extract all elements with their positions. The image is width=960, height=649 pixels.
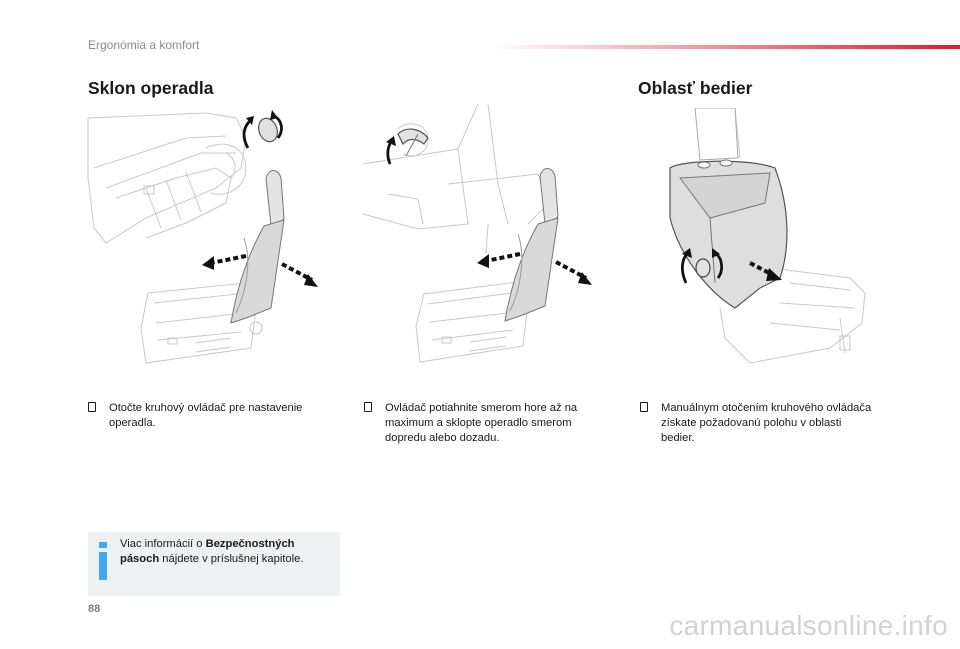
bullet-text-line: dopredu alebo dozadu. [385,432,500,444]
illustration-backrest-rotary [87,110,318,364]
header-accent-bar [490,45,960,49]
bullet-marker [640,402,648,412]
info-icon [99,542,107,580]
bullet-text-line: bedier. [661,432,695,444]
watermark: carmanualsonline.info [669,610,948,641]
bullet-text-line: Ovládač potiahnite smerom hore až na [385,402,578,414]
title-backrest-angle: Sklon operadla [88,78,214,98]
bullet-text-line: získate požadovanú polohu v oblasti [661,417,842,429]
page-number: 88 [88,603,101,615]
bullet-text-line: maximum a sklopte operadlo smerom [385,417,572,429]
bullet-marker [364,402,372,412]
illustration-backrest-lever [362,104,592,363]
title-lumbar: Oblasť bedier [638,78,753,98]
bullet-marker [88,402,96,412]
info-text: Viac informácií o Bezpečnostných pásoch … [120,538,304,565]
bullet-text-line: operadla. [109,417,156,429]
info-bold-link: Bezpečnostných [205,538,295,550]
section-label: Ergonómia a komfort [88,38,200,52]
bullet-text-line: Manuálnym otočením kruhového ovládača [661,402,872,414]
info-bold-link: pásoch [120,553,160,565]
bullet-text-line: Otočte kruhový ovládač pre nastavenie [109,402,303,414]
illustration-lumbar [669,108,866,364]
info-box: Viac informácií o Bezpečnostných pásoch … [88,532,340,596]
